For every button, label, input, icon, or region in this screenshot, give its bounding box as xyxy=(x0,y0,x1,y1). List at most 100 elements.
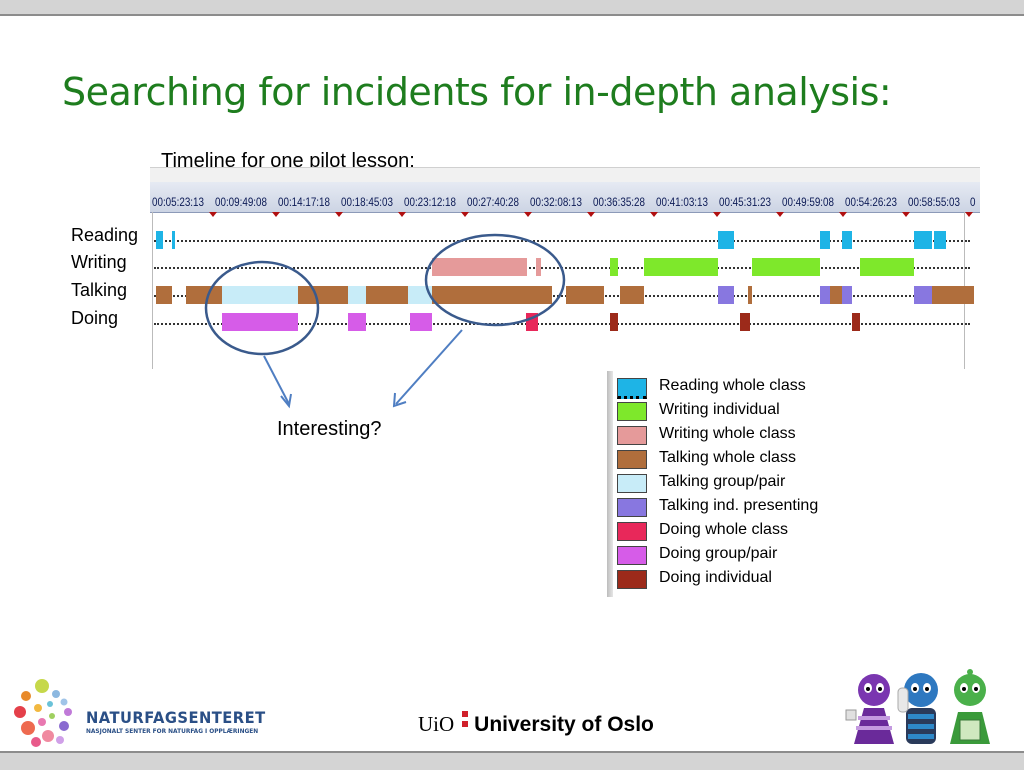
legend-swatch xyxy=(617,546,647,565)
segment-talking-whole-class xyxy=(620,286,644,304)
tick-marker xyxy=(335,212,343,217)
track-line-talking xyxy=(154,295,970,297)
tick-marker xyxy=(272,212,280,217)
segment-talking-group-pair xyxy=(348,286,366,304)
segment-writing-individual xyxy=(610,258,618,276)
tick-marker xyxy=(587,212,595,217)
spiral-dots-icon xyxy=(14,679,72,747)
time-tick: 00:41:03:13 xyxy=(656,195,708,209)
legend-swatch xyxy=(617,402,647,421)
tick-marker xyxy=(398,212,406,217)
arrow-left-head xyxy=(280,393,292,409)
time-tick: 00:54:26:23 xyxy=(845,195,897,209)
segment-doing-individual xyxy=(740,313,750,331)
segment-writing-individual xyxy=(860,258,914,276)
time-tick: 0 xyxy=(970,195,976,209)
segment-talking-whole-class xyxy=(298,286,348,304)
segment-talking-whole-class xyxy=(432,286,552,304)
time-tick: 00:09:49:08 xyxy=(215,195,267,209)
segment-talking-ind-presenting xyxy=(914,286,932,304)
segment-doing-group-pair xyxy=(222,313,298,331)
arrow-right-head xyxy=(392,392,407,408)
segment-talking-whole-class xyxy=(946,286,974,304)
time-tick: 00:05:23:13 xyxy=(152,195,204,209)
segment-writing-whole-class xyxy=(432,258,527,276)
segment-writing-whole-class xyxy=(536,258,541,276)
tick-marker xyxy=(902,212,910,217)
segment-writing-individual xyxy=(752,258,820,276)
legend-swatch xyxy=(617,426,647,445)
segment-reading-whole-class xyxy=(172,231,175,249)
segment-talking-ind-presenting xyxy=(718,286,734,304)
segment-doing-individual xyxy=(610,313,618,331)
time-tick: 00:14:17:18 xyxy=(278,195,330,209)
legend-label: Doing group/pair xyxy=(659,545,778,562)
legend-label: Doing whole class xyxy=(659,521,788,538)
track-line-reading xyxy=(154,240,970,242)
segment-talking-whole-class xyxy=(932,286,946,304)
legend-label: Doing individual xyxy=(659,569,772,586)
legend-label: Reading whole class xyxy=(659,377,806,394)
time-tick: 00:45:31:23 xyxy=(719,195,771,209)
tick-marker xyxy=(209,212,217,217)
segment-talking-ind-presenting xyxy=(820,286,830,304)
highlight-ring-group-work xyxy=(204,260,320,356)
time-tick: 00:32:08:13 xyxy=(530,195,582,209)
segment-talking-whole-class xyxy=(830,286,842,304)
naturfagsenteret-logo: NATURFAGSENTERET NASJONALT SENTER FOR NA… xyxy=(12,678,272,750)
timeline-ruler: 00:05:23:13 00:09:49:08 00:14:17:18 00:1… xyxy=(150,182,980,217)
row-label-doing: Doing xyxy=(71,308,119,328)
row-label-reading: Reading xyxy=(71,225,139,245)
legend-label: Writing individual xyxy=(659,401,780,418)
slide-title: Searching for incidents for in-depth ana… xyxy=(62,70,892,114)
tick-marker xyxy=(776,212,784,217)
row-label-talking: Talking xyxy=(71,280,128,300)
tick-marker xyxy=(461,212,469,217)
legend-swatch xyxy=(617,474,647,493)
legend-label: Writing whole class xyxy=(659,425,796,442)
segment-reading-whole-class xyxy=(718,231,734,249)
highlight-ring-writing-whole-class xyxy=(424,233,566,327)
time-tick: 00:27:40:28 xyxy=(467,195,519,209)
segment-talking-whole-class xyxy=(156,286,172,304)
legend-label: Talking ind. presenting xyxy=(659,497,819,514)
interesting-annotation: Interesting? xyxy=(277,418,382,440)
segment-talking-whole-class xyxy=(566,286,604,304)
segment-talking-ind-presenting xyxy=(842,286,852,304)
legend-swatch xyxy=(617,570,647,589)
segment-reading-whole-class xyxy=(914,231,932,249)
legend-swatch xyxy=(617,450,647,469)
timeline-top-strip xyxy=(150,168,980,182)
segment-writing-individual xyxy=(644,258,718,276)
bottom-band xyxy=(0,751,1024,770)
uio-dots-icon xyxy=(462,711,469,727)
color-legend: Reading whole class Writing individual W… xyxy=(607,371,877,597)
segment-reading-whole-class xyxy=(820,231,830,249)
time-tick: 00:36:35:28 xyxy=(593,195,645,209)
tick-marker xyxy=(839,212,847,217)
tick-marker xyxy=(713,212,721,217)
logo-name: NATURFAGSENTERET xyxy=(86,708,266,727)
top-band xyxy=(0,0,1024,16)
track-line-doing xyxy=(154,323,970,325)
segment-talking-whole-class xyxy=(186,286,222,304)
time-tick: 00:49:59:08 xyxy=(782,195,834,209)
row-label-writing: Writing xyxy=(71,252,127,272)
segment-talking-group-pair xyxy=(408,286,432,304)
logo-tagline: NASJONALT SENTER FOR NATURFAG I OPPLÆRIN… xyxy=(86,727,259,735)
arrow-left xyxy=(263,355,290,405)
segment-talking-whole-class xyxy=(366,286,408,304)
uio-short: UiO xyxy=(418,712,455,736)
arrow-right xyxy=(395,329,463,405)
tick-marker xyxy=(650,212,658,217)
robot-mascots-icon xyxy=(845,669,990,744)
legend-swatch xyxy=(617,378,647,399)
legend-label: Talking group/pair xyxy=(659,473,786,490)
segment-doing-individual xyxy=(852,313,860,331)
segment-talking-group-pair xyxy=(222,286,298,304)
segment-reading-whole-class xyxy=(934,231,946,249)
tick-marker xyxy=(965,212,973,217)
legend-swatch xyxy=(617,522,647,541)
